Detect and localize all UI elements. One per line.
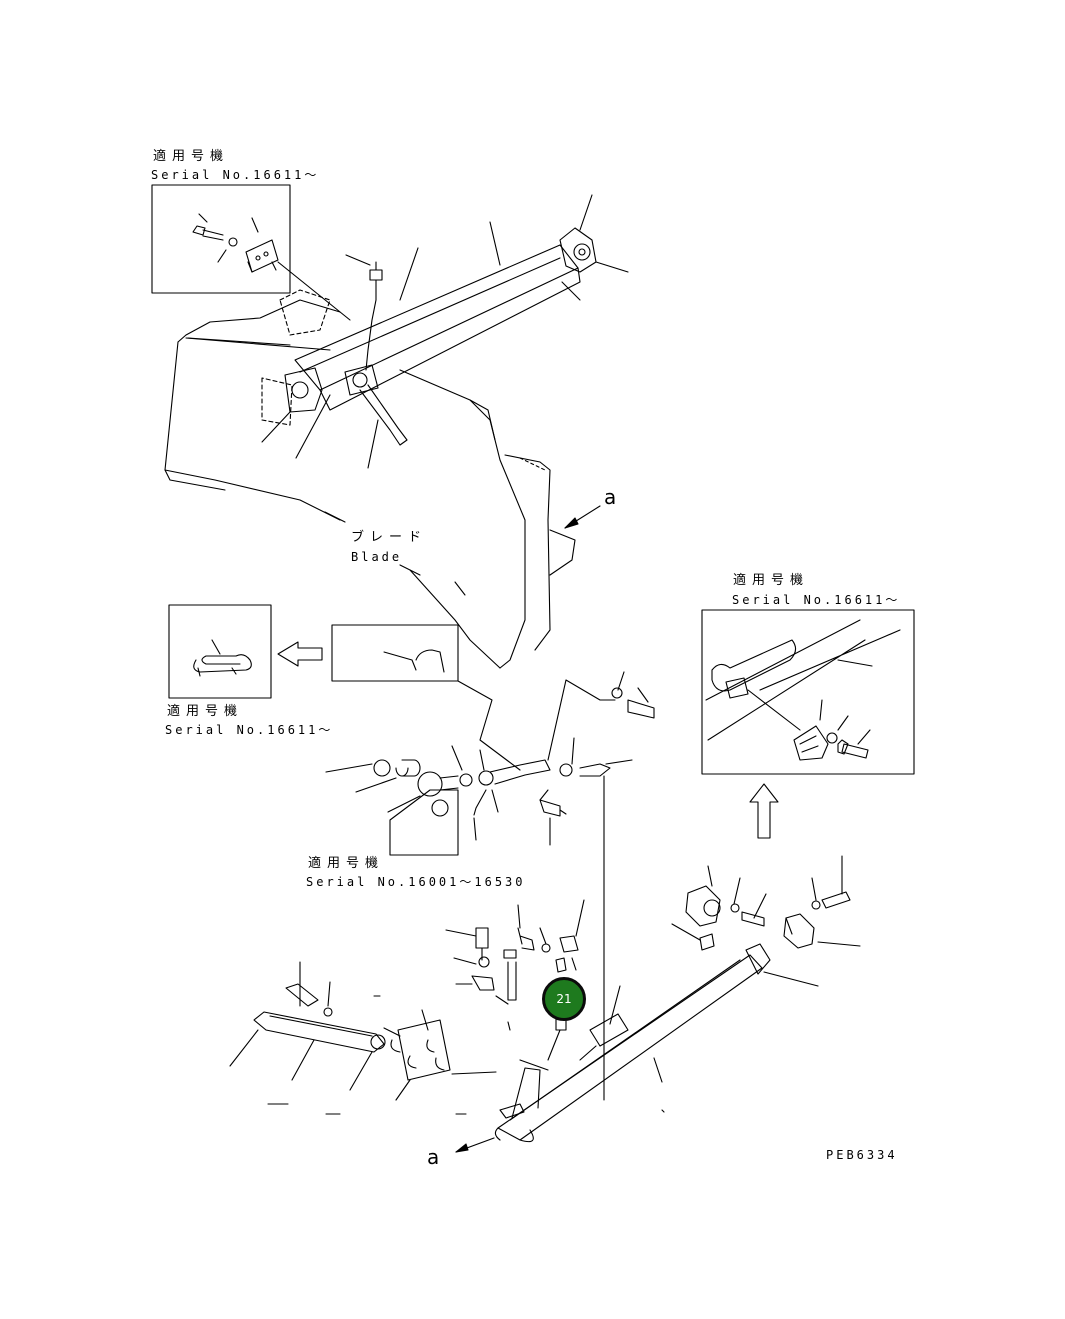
middle-parts bbox=[325, 671, 655, 1101]
blade-label-en: Blade bbox=[351, 550, 403, 564]
serial-left-en: Serial No.16611～ bbox=[165, 723, 334, 737]
part-callout-21[interactable]: 21 bbox=[542, 977, 586, 1021]
arrow-left bbox=[277, 641, 323, 667]
serial-mid-en: Serial No.16001～16530 bbox=[306, 875, 526, 889]
serial-mid-jp: 適用号機 bbox=[308, 856, 385, 871]
inset-box-right bbox=[701, 609, 915, 775]
serial-top-jp: 適用号機 bbox=[153, 149, 230, 164]
ref-a-top: a bbox=[604, 485, 617, 509]
drawing-code: PEB6334 bbox=[826, 1148, 898, 1162]
leader-clip bbox=[457, 680, 521, 771]
lower-assembly bbox=[229, 855, 861, 1153]
arrow-up bbox=[749, 783, 779, 839]
inset-box-left bbox=[168, 604, 272, 699]
blade-assembly bbox=[164, 194, 629, 669]
ref-a-bottom: a bbox=[427, 1145, 440, 1169]
serial-left-jp: 適用号機 bbox=[167, 704, 244, 719]
serial-top-en: Serial No.16611～ bbox=[151, 168, 320, 182]
inset-leader-top bbox=[277, 261, 351, 321]
inset-box-top bbox=[151, 184, 291, 294]
serial-right-en: Serial No.16611～ bbox=[732, 593, 901, 607]
blade-label-jp: ブレード bbox=[351, 530, 428, 545]
clip-source-box bbox=[331, 624, 459, 682]
serial-right-jp: 適用号機 bbox=[733, 573, 810, 588]
